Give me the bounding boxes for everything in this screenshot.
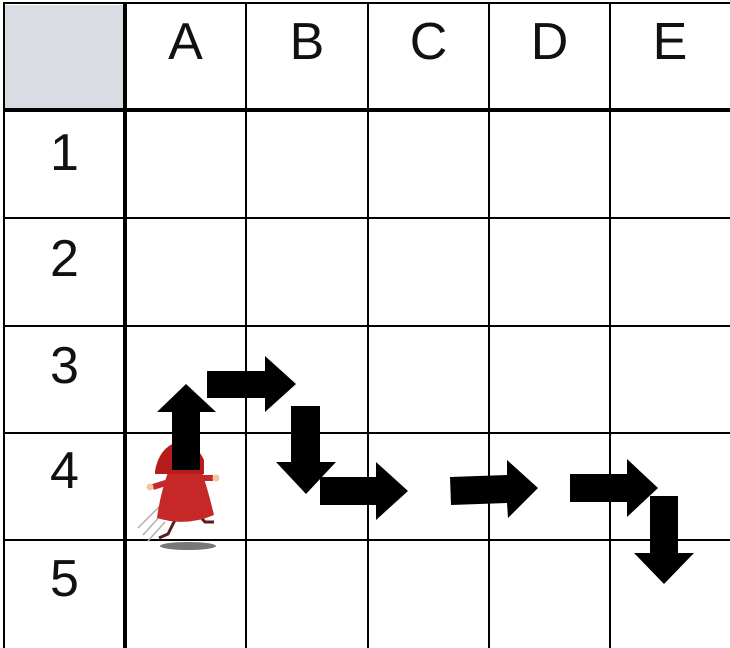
column-header-c: C — [368, 14, 489, 70]
row-header-2: 2 — [4, 231, 125, 287]
column-header-d: D — [489, 14, 610, 70]
arrow-right-icon — [570, 459, 658, 517]
row-header-1: 1 — [4, 125, 125, 181]
character-hand — [213, 475, 220, 482]
character-shadow — [160, 542, 216, 550]
row-header-5: 5 — [4, 551, 125, 607]
arrow-right-icon — [450, 460, 538, 518]
character-hand — [147, 484, 154, 491]
path-arrows — [157, 356, 694, 584]
column-header-e: E — [610, 14, 730, 70]
column-header-a: A — [125, 14, 246, 70]
row-header-3: 3 — [4, 338, 125, 394]
arrow-right-icon — [320, 462, 408, 520]
column-header-b: B — [246, 14, 368, 70]
arrow-right-icon — [207, 356, 296, 412]
row-header-4: 4 — [4, 443, 125, 499]
